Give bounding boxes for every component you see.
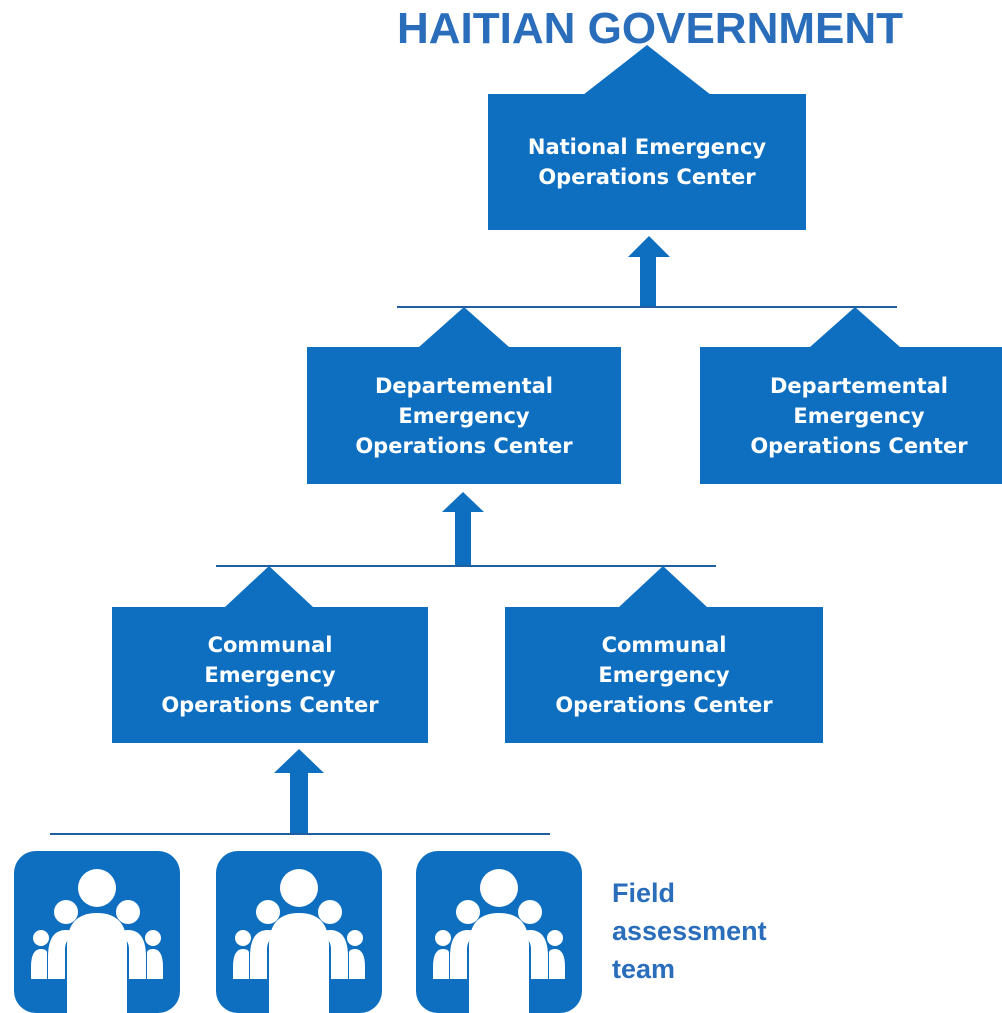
people-group-icon [31,869,163,1013]
field-team-tile-2 [216,851,382,1013]
communal-eoc-1-line-3: Operations Center [161,693,379,717]
departemental-eoc-2-line-1: Departemental [770,373,948,398]
communal-eoc-box-2: Communal Emergency Operations Center [505,607,823,743]
arrow-shaft-to-departemental [455,511,471,566]
arrow-shaft-to-national [640,256,656,307]
field-assessment-team-label: Field assessment team [612,874,767,988]
departemental-eoc-2-line-2: Emergency [793,403,925,428]
departemental-eoc-1-line-2: Emergency [398,403,530,428]
diagram-title: HAITIAN GOVERNMENT [397,4,903,53]
arrow-head-to-communal-from-field [274,749,324,773]
arrow-head-to-communal-2 [619,566,707,607]
communal-eoc-box-1: Communal Emergency Operations Center [112,607,428,743]
national-eoc-line-2: Operations Center [538,165,756,189]
arrow-head-to-departemental-from-communal [442,492,484,512]
arrow-head-to-departemental-1 [419,307,509,347]
field-team-tile-1 [14,851,180,1013]
communal-connector-line [216,565,716,567]
departemental-connector-line [397,306,897,308]
arrow-head-to-national [628,236,670,257]
national-eoc-box: National Emergency Operations Center [488,94,806,230]
field-team-tile-3 [416,851,582,1013]
communal-eoc-2-line-1: Communal [601,633,727,657]
field-label-line-3: team [612,954,676,984]
communal-eoc-2-line-2: Emergency [598,663,730,687]
departemental-eoc-1-line-1: Departemental [375,373,553,398]
arrow-shaft-to-communal [290,772,308,834]
people-group-icon [433,869,565,1013]
departemental-eoc-box-1: Departemental Emergency Operations Cente… [307,347,621,484]
field-connector-line [50,833,550,835]
field-label-line-1: Field [612,878,676,908]
field-label-line-2: assessment [612,916,767,946]
arrow-head-to-government [583,45,711,95]
departemental-eoc-1-line-3: Operations Center [355,433,573,458]
people-group-icon [233,869,365,1013]
arrow-head-to-communal-1 [225,566,313,607]
departemental-eoc-box-2: Departemental Emergency Operations Cente… [700,347,1002,484]
communal-eoc-1-line-2: Emergency [204,663,336,687]
arrow-head-to-departemental-2 [810,307,900,347]
communal-eoc-2-line-3: Operations Center [555,693,773,717]
communal-eoc-1-line-1: Communal [207,633,333,657]
national-eoc-line-1: National Emergency [527,135,767,159]
departemental-eoc-2-line-3: Operations Center [750,433,968,458]
